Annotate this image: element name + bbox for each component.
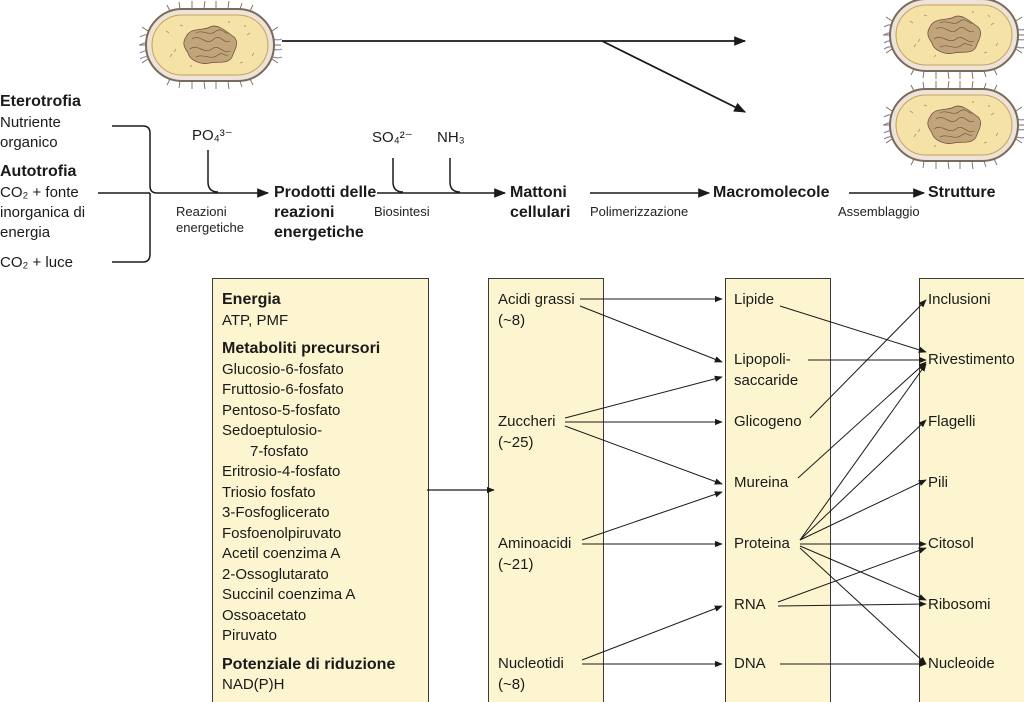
building-blocks-box: [488, 278, 604, 702]
building-block-nucleotides: Nucleotidi: [498, 655, 564, 672]
heterotrophy-text: Nutriente organico: [0, 114, 61, 151]
precursor-item: 3-Fosfoglicerato: [222, 504, 330, 521]
energy-text: ATP, PMF: [222, 311, 289, 329]
polymerization-label: Polimerizzazione: [590, 204, 689, 219]
autotrophy-text: CO₂ + fonte inorganica di energia: [0, 184, 86, 241]
precursor-item: Eritrosio-4-fosfato: [222, 463, 341, 480]
macromolecules-title: Macromolecole: [713, 184, 830, 201]
macromolecule-rna: RNA: [734, 595, 766, 615]
reducing-text: NAD(P)H: [222, 676, 285, 693]
phosphate-ion: PO₄³⁻: [192, 127, 233, 144]
precursors-title: Metaboliti precursori: [222, 340, 381, 357]
structures-title: Strutture: [928, 184, 996, 201]
products-box: [212, 278, 429, 702]
energy-title: Energia: [222, 291, 281, 308]
macromolecule-glycogen: Glicogeno: [734, 412, 802, 432]
structure-pili: Pili: [928, 473, 949, 493]
heterotrophy-title: Eterotrofia: [0, 93, 81, 110]
building-block-count: (~21): [498, 556, 534, 573]
reducing-title: Potenziale di riduzione: [222, 655, 396, 673]
precursor-item: Succinil coenzima A: [222, 586, 356, 603]
precursor-item: Piruvato: [222, 627, 278, 644]
structure-flagella: Flagelli: [928, 412, 976, 432]
precursor-item: Glucosio-6-fosfato: [222, 360, 344, 378]
building-block-count: (~25): [498, 434, 534, 451]
structure-nucleoid: Nucleoide: [928, 654, 995, 674]
structure-inclusions: Inclusioni: [928, 290, 991, 310]
bacterium-parent-illustration: [138, 0, 283, 90]
macromolecule-protein: Proteina: [734, 534, 790, 554]
building-blocks-title: Mattoni cellulari: [510, 184, 571, 221]
building-block-fatty-acids: Acidi grassi: [498, 291, 575, 308]
precursor-item: 7-fosfato: [250, 442, 309, 460]
building-block-count: (~8): [498, 676, 526, 693]
building-block-count: (~8): [498, 312, 526, 329]
structure-cytosol: Citosol: [928, 534, 974, 554]
bacterium-daughter-top-illustration: [882, 0, 1024, 80]
energy-reactions-label: Reazioni energetiche: [176, 204, 244, 235]
macromolecule-murein: Mureina: [734, 473, 789, 493]
light-text: CO₂ + luce: [0, 254, 73, 271]
products-list: Energia ATP, PMF Metaboliti precursori G…: [222, 290, 395, 696]
building-block-sugars: Zuccheri: [498, 413, 556, 430]
assembly-label: Assemblaggio: [838, 204, 920, 219]
bacterium-daughter-bottom-illustration: [882, 80, 1024, 170]
autotrophy-title: Autotrofia: [0, 163, 77, 180]
building-block-amino-acids: Aminoacidi: [498, 535, 572, 552]
precursor-item: Pentoso-5-fosfato: [222, 401, 341, 419]
macromolecule-lipopolysaccharide-cont: saccaride: [734, 371, 799, 391]
sulfate-ion: SO₄²⁻: [372, 129, 413, 146]
precursor-item: Triosio fosfato: [222, 483, 316, 501]
precursor-item: Fosfoenolpiruvato: [222, 524, 342, 542]
biosynthesis-label: Biosintesi: [374, 204, 430, 219]
precursor-item: Acetil coenzima A: [222, 545, 341, 562]
precursor-item: Fruttosio-6-fosfato: [222, 381, 344, 398]
precursor-item: 2-Ossoglutarato: [222, 565, 329, 583]
precursor-item: Sedoeptulosio-: [222, 422, 323, 439]
ammonia: NH₃: [437, 129, 465, 146]
macromolecule-lipopolysaccharide: Lipopoli-: [734, 350, 791, 370]
precursor-item: Ossoacetato: [222, 606, 307, 624]
macromolecule-lipid: Lipide: [734, 290, 775, 310]
structure-ribosomes: Ribosomi: [928, 595, 991, 615]
products-title: Prodotti delle reazioni energetiche: [274, 184, 377, 241]
structure-envelope: Rivestimento: [928, 350, 1015, 370]
macromolecule-dna: DNA: [734, 654, 766, 674]
